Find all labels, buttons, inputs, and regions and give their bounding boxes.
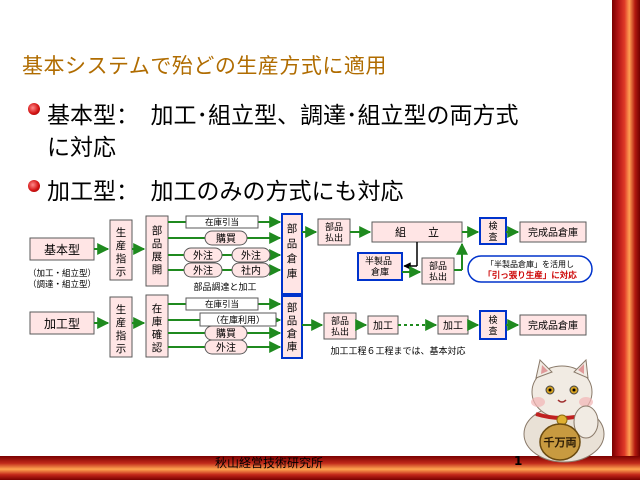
kihon-buhin-harashutsu: 部品払出	[325, 221, 343, 244]
kihon-gaichu-2: 外注	[241, 249, 261, 262]
kihon-note-1: （加工・組立型）	[28, 268, 96, 279]
kihon-label: 基本型	[44, 243, 80, 257]
kihon-buhin-soko-box	[281, 213, 303, 295]
kihon-kensa: 検査	[488, 220, 497, 243]
kihon-shanai-box	[231, 262, 271, 278]
slide-frame-right	[612, 0, 640, 480]
kihon-gaichu-3: 外注	[193, 264, 213, 277]
kako-label: 加工型	[44, 317, 80, 331]
kako-zaiko-kakunin-box	[145, 294, 169, 358]
kako-buhin-soko-box	[281, 295, 303, 359]
kako-kobai: 購買	[216, 327, 236, 340]
kako-seisan-shiji-box	[109, 296, 133, 358]
kihon-zaiko-hikiate: 在庫引当	[205, 217, 239, 228]
kihon-gaichu-1: 外注	[193, 249, 213, 262]
kihon-gaichu-3-box	[183, 262, 223, 278]
kihon-kobai-box	[204, 230, 248, 246]
kihon-gaichu-1-box	[183, 247, 223, 263]
kihon-kumitate: 組 立	[395, 225, 439, 239]
kako-kensa: 検査	[488, 314, 497, 337]
kako-caption: 加工工程６工程までは、基本対応	[330, 345, 465, 357]
bullet-2-line-1: 加工型： 加工のみの方式にも対応	[47, 179, 404, 205]
kako-seisan-shiji: 生産指示	[116, 303, 127, 355]
kako-kako-1: 加工	[373, 320, 393, 332]
kako-gaichu: 外注	[216, 341, 236, 354]
kako-zaiko-hikiate-box	[185, 297, 259, 311]
kako-buhin-soko: 部品倉庫	[287, 301, 298, 353]
kihon-buhin-tenkai-box	[145, 215, 169, 287]
kihon-gaichu-2-box	[231, 247, 271, 263]
footer-organization: 秋山経営技術研究所	[215, 456, 324, 470]
kihon-callout-line-2: 「引っ張り生産」に対応	[483, 270, 577, 281]
kihon-buhin-harashutsu-box	[317, 218, 351, 246]
kihon-kansei-soko: 完成品倉庫	[528, 226, 578, 239]
kihon-kansei-soko-box	[519, 221, 587, 243]
kihon-seisan-shiji: 生産指示	[116, 226, 127, 278]
kako-kako-2: 加工	[443, 320, 463, 332]
kihon-caption: 部品調達と加工	[193, 281, 256, 293]
kako-kansei-soko: 完成品倉庫	[528, 319, 578, 332]
kako-buhin-harashutsu-box	[323, 312, 357, 340]
kihon-callout-box	[467, 255, 593, 283]
kako-gaichu-box	[204, 339, 248, 355]
kako-buhin-harashutsu: 部品払出	[331, 315, 349, 338]
kihon-han-seihin-soko: 半製品 倉庫	[365, 255, 395, 278]
kihon-kobai: 購買	[216, 232, 236, 245]
kihon-zaiko-hikiate-box	[185, 215, 259, 229]
kihon-buhin-tenkai: 部品展開	[152, 224, 163, 276]
bullet-1-line-1: 基本型： 加工･組立型、調達･組立型の両方式	[47, 103, 519, 129]
kako-zaiko-riyo: （在庫利用）	[211, 314, 265, 326]
kihon-buhin-harashutsu-2-box	[421, 257, 455, 285]
slide-title: 基本システムで殆どの生産方式に適用	[22, 54, 387, 78]
mascot-sign-text: 千万両	[544, 435, 577, 449]
kako-zaiko-kakunin: 在庫確認	[152, 303, 163, 354]
kihon-buhin-harashutsu-2: 部品払出	[429, 260, 447, 283]
kihon-callout-line-1: 「半製品倉庫」を活用し	[486, 259, 574, 269]
page-number: 1	[514, 454, 523, 468]
kako-kansei-soko-box	[519, 314, 587, 336]
kihon-buhin-soko: 部品倉庫	[287, 222, 298, 280]
kihon-han-seihin-soko-box	[357, 252, 403, 281]
red-bullet-icon	[28, 103, 40, 115]
red-bullet-icon	[28, 180, 40, 192]
kihon-shanai: 社内	[241, 264, 261, 277]
bullet-1-line-2: に対応	[47, 135, 116, 161]
kihon-note-2: （調達・組立型）	[28, 279, 96, 290]
kako-zaiko-hikiate: 在庫引当	[205, 299, 239, 310]
slide-frame-bottom	[0, 456, 640, 480]
maneki-neko-icon: 千万両	[523, 358, 605, 463]
